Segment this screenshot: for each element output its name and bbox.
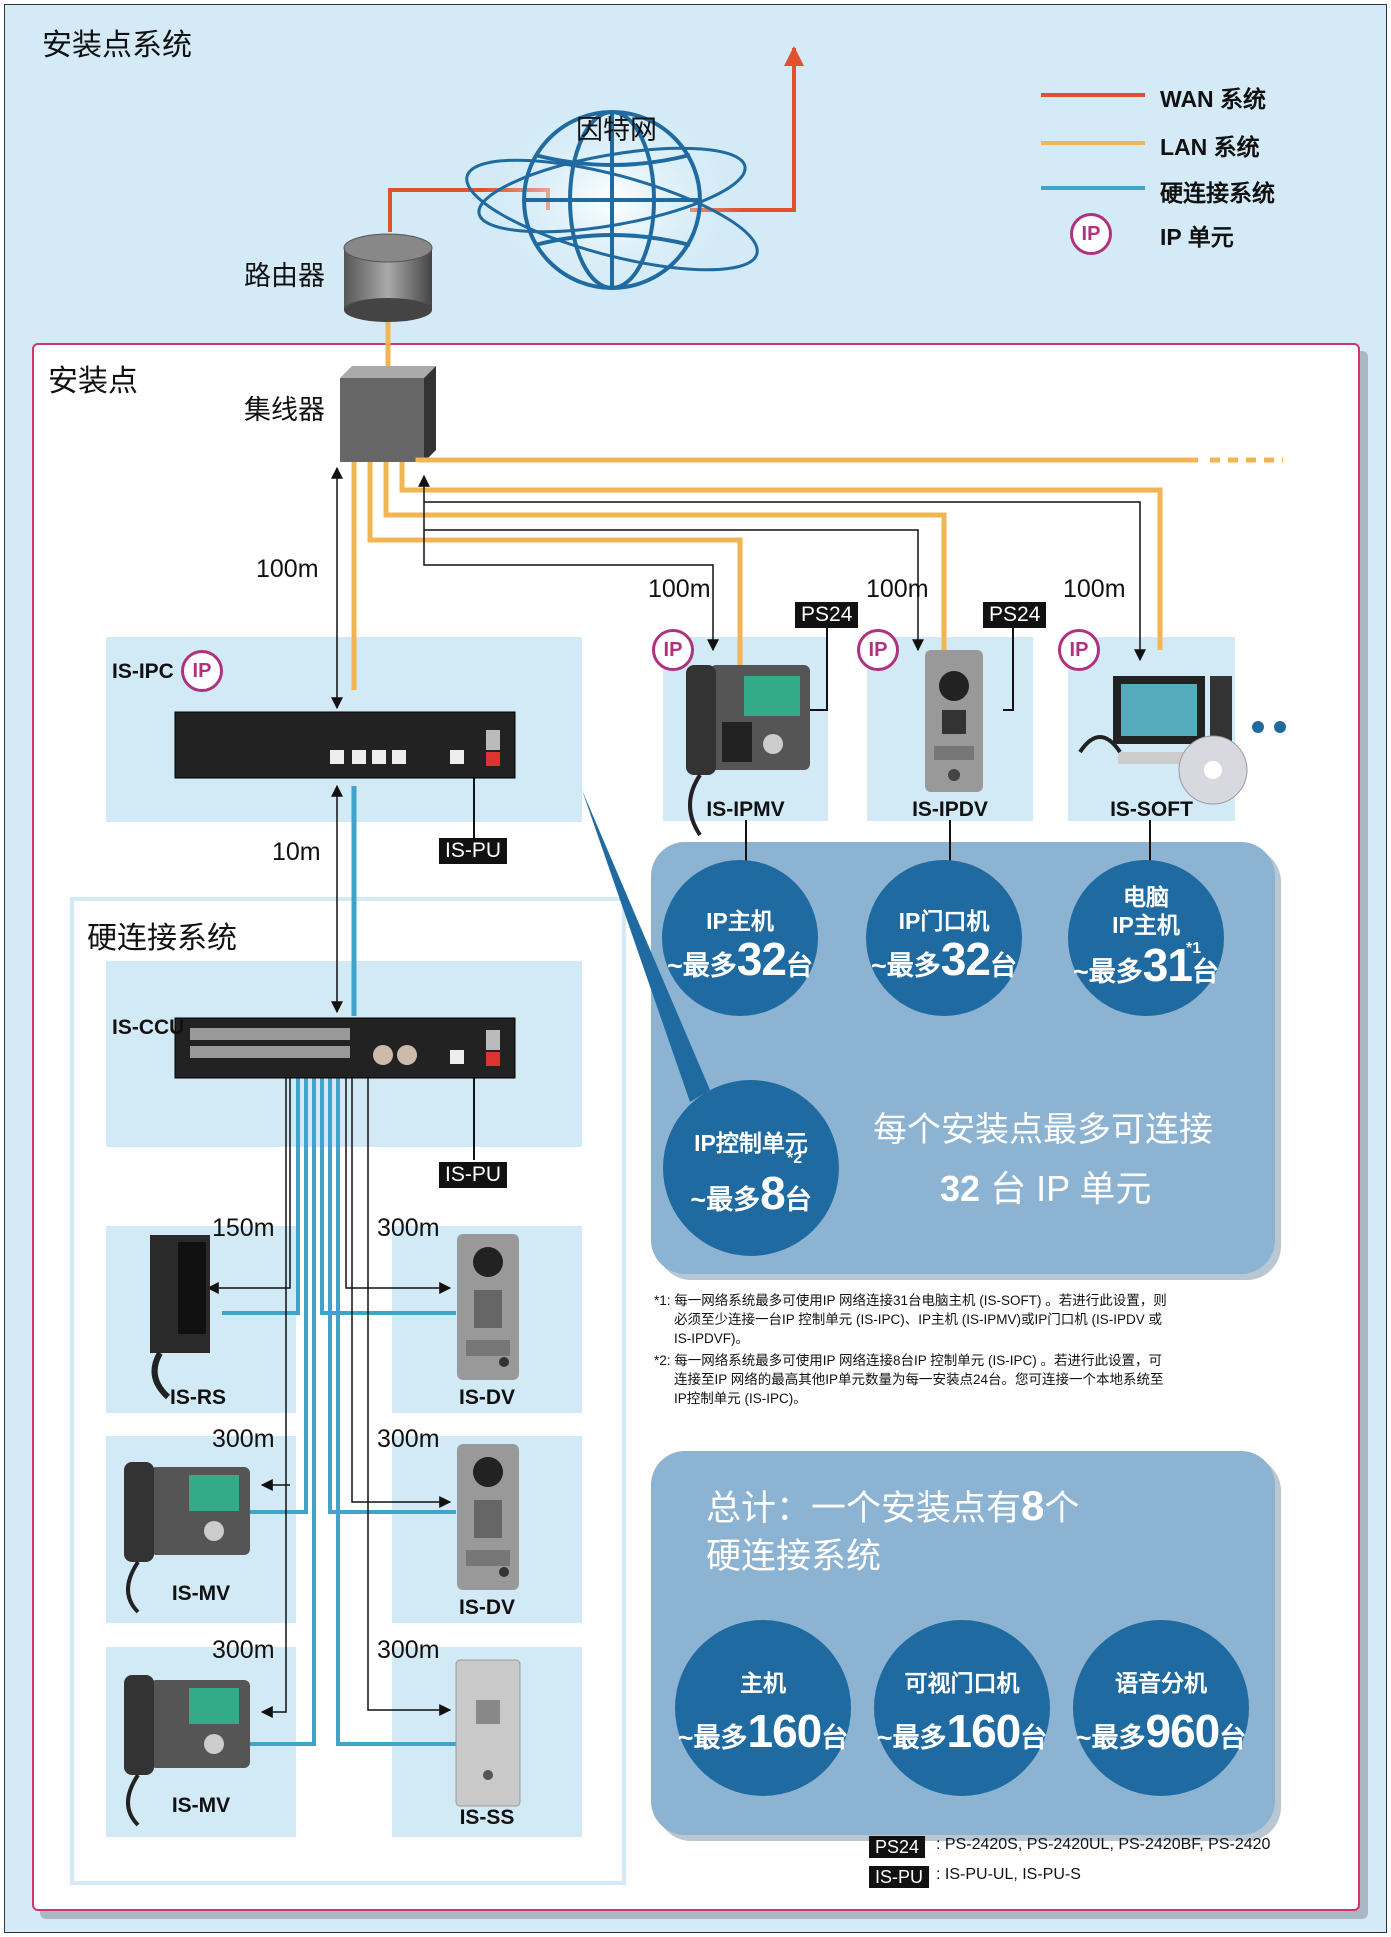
bubble-ip-door: IP门口机 ~最多32台 bbox=[866, 860, 1022, 1016]
mv-station-icon bbox=[124, 1462, 250, 1614]
legend-lan-label: LAN 系统 bbox=[1160, 134, 1260, 160]
ipmv-station-icon bbox=[686, 665, 810, 837]
distance-ccu: 10m bbox=[272, 838, 321, 866]
distance-mv2: 300m bbox=[212, 1636, 275, 1664]
device-mv1-label: IS-MV bbox=[171, 1582, 231, 1605]
legend-hardwire-label: 硬连接系统 bbox=[1160, 180, 1275, 206]
ip-summary-line2: 32 台 IP 单元 bbox=[940, 1160, 1151, 1212]
note-line-6: IP控制单元 (IS-IPC)。 bbox=[674, 1391, 807, 1406]
dv-door-icon-2 bbox=[457, 1444, 519, 1590]
distance-rs: 150m bbox=[212, 1214, 275, 1242]
footnote-ps24-tag: PS24 bbox=[869, 1836, 926, 1858]
ip-summary-line1: 每个安装点最多可连接 bbox=[873, 1111, 1213, 1149]
legend-ip-label: IP 单元 bbox=[1160, 224, 1234, 250]
total-line2: 硬连接系统 bbox=[706, 1537, 882, 1576]
legend-wan-label: WAN 系统 bbox=[1160, 86, 1267, 112]
device-rs-label: IS-RS bbox=[170, 1386, 227, 1409]
hardwired-frame bbox=[70, 897, 626, 1885]
bubble-ip-master: IP主机 ~最多32台 bbox=[662, 860, 818, 1016]
device-mv2-label: IS-MV bbox=[171, 1794, 231, 1817]
globe-icon bbox=[465, 110, 759, 290]
ps24-tag-ipmv: PS24 bbox=[795, 602, 859, 628]
note-line-1: *1: 每一网络系统最多可使用IP 网络连接31台电脑主机 (IS-SOFT) … bbox=[654, 1293, 1167, 1308]
footnote-ps24-text: : PS-2420S, PS-2420UL, PS-2420BF, PS-242… bbox=[936, 1836, 1271, 1853]
ipdv-ip-badge-icon: IP bbox=[857, 629, 899, 671]
device-ccu-label: IS-CCU bbox=[112, 1016, 185, 1039]
distance-mv1: 300m bbox=[212, 1425, 275, 1453]
soft-computer-icon bbox=[1078, 676, 1286, 805]
soft-ip-badge-icon: IP bbox=[1058, 629, 1100, 671]
distance-ipc: 100m bbox=[256, 555, 319, 583]
note-line-3: IS-IPDVF)。 bbox=[674, 1331, 750, 1346]
distance-dv1: 300m bbox=[377, 1214, 440, 1242]
ipdv-door-icon bbox=[925, 650, 983, 792]
ipc-ip-badge-icon: IP bbox=[181, 650, 223, 692]
bubble-ip-control: IP控制单元 ~最多8台 *2 bbox=[663, 1080, 839, 1256]
dv-door-icon bbox=[457, 1234, 519, 1380]
internet-label: 因特网 bbox=[576, 115, 657, 145]
distance-ipmv: 100m bbox=[648, 575, 711, 603]
device-ipmv-label: IS-IPMV bbox=[706, 798, 785, 821]
ip-summary-rest: 台 IP 单元 bbox=[990, 1168, 1152, 1209]
distance-dv2: 300m bbox=[377, 1425, 440, 1453]
ss-substation-icon bbox=[455, 1659, 521, 1807]
ccu-device-icon bbox=[174, 1017, 516, 1079]
device-ipdv-label: IS-IPDV bbox=[912, 798, 988, 821]
hub-label: 集线器 bbox=[244, 395, 325, 425]
device-soft-label: IS-SOFT bbox=[1110, 798, 1193, 821]
rs-handset-icon bbox=[150, 1235, 210, 1400]
note-line-2: 必须至少连接一台IP 控制单元 (IS-IPC)、IP主机 (IS-IPMV)或… bbox=[674, 1312, 1163, 1327]
distance-ipdv: 100m bbox=[866, 575, 929, 603]
bubble-pc-master: 电脑 IP主机 ~最多31台 *1 bbox=[1068, 860, 1224, 1016]
device-dv2-label: IS-DV bbox=[458, 1596, 515, 1619]
hub-icon bbox=[340, 366, 436, 462]
hardwired-title: 硬连接系统 bbox=[87, 922, 237, 955]
note-line-4: *2: 每一网络系统最多可使用IP 网络连接8台IP 控制单元 (IS-IPC)… bbox=[654, 1353, 1163, 1368]
distance-ss: 300m bbox=[377, 1636, 440, 1664]
page-title: 安装点系统 bbox=[42, 29, 192, 62]
router-label: 路由器 bbox=[244, 261, 325, 291]
footnote-ispu-tag: IS-PU bbox=[869, 1866, 930, 1888]
ps24-tag-ipdv: PS24 bbox=[983, 602, 1047, 628]
mv-station-icon-2 bbox=[124, 1675, 250, 1827]
footnote-ispu-text: : IS-PU-UL, IS-PU-S bbox=[936, 1866, 1081, 1883]
legend-ip-badge-icon: IP bbox=[1070, 213, 1112, 255]
device-ipc-label: IS-IPC bbox=[112, 660, 174, 683]
device-ss-label: IS-SS bbox=[459, 1806, 515, 1829]
site-title: 安装点 bbox=[48, 365, 138, 398]
total-bubble-video-door: 可视门口机 ~最多160台 bbox=[874, 1620, 1050, 1796]
ip-summary-num: 32 bbox=[940, 1168, 981, 1209]
total-line1: 总计：一个安装点有8个 bbox=[706, 1482, 1080, 1529]
note-line-5: 连接至IP 网络的最高其他IP单元数量为每一安装点24台。您可连接一个本地系统至 bbox=[674, 1372, 1164, 1387]
ispu-tag-ccu: IS-PU bbox=[439, 1162, 508, 1188]
router-icon bbox=[343, 233, 433, 322]
total-bubble-master: 主机 ~最多160台 bbox=[675, 1620, 851, 1796]
ipc-device-icon bbox=[174, 711, 516, 779]
total-bubble-audio-sub: 语音分机 ~最多960台 bbox=[1073, 1620, 1249, 1796]
device-dv1-label: IS-DV bbox=[458, 1386, 515, 1409]
ipmv-ip-badge-icon: IP bbox=[652, 629, 694, 671]
ispu-tag-ipc: IS-PU bbox=[439, 838, 508, 864]
distance-soft: 100m bbox=[1063, 575, 1126, 603]
